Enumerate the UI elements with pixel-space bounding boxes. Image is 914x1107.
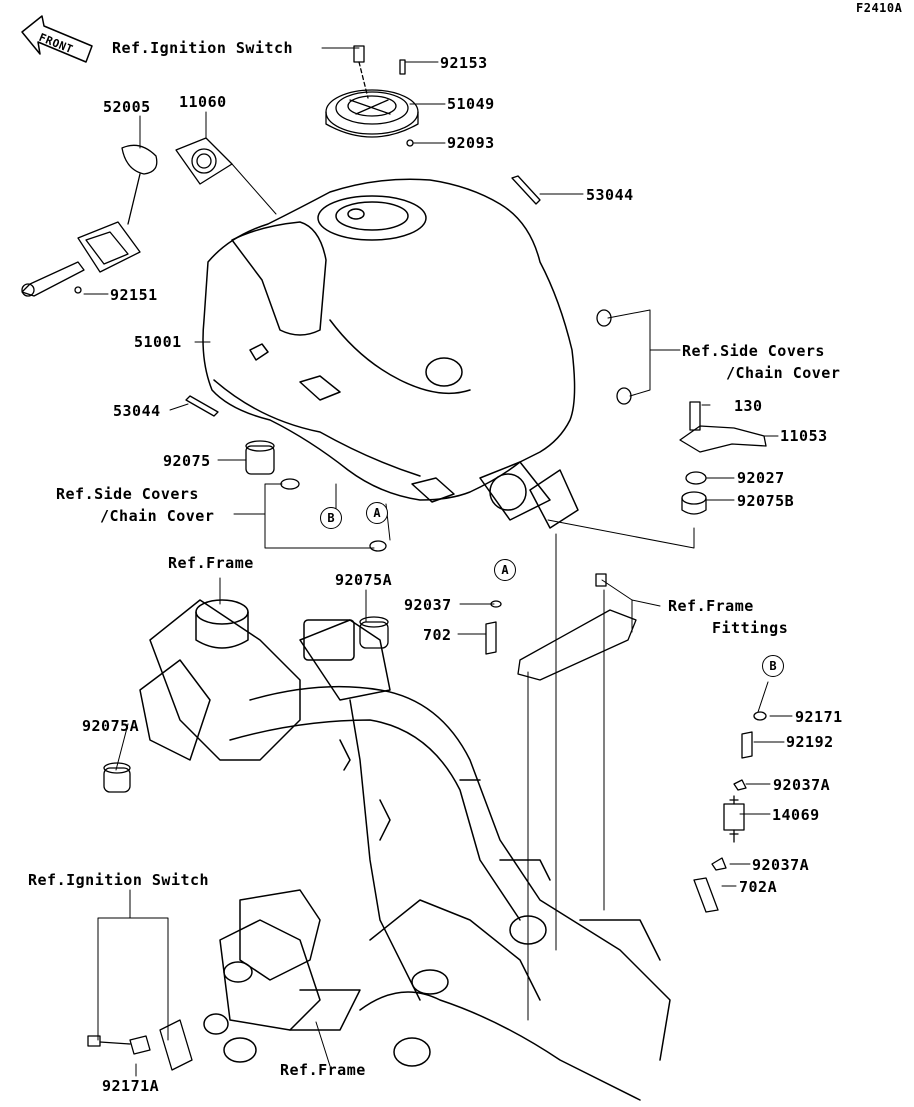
washer-92027 [685,471,707,485]
label-ref-side-left-1: Ref.Side Covers [56,485,199,503]
label-92037A-2: 92037A [752,856,810,874]
grommet-left [280,478,300,490]
pin-702A [693,877,719,913]
leader-lines [83,47,793,1077]
bolt-left [87,1035,101,1047]
label-ref-ignition-bottom: Ref.Ignition Switch [28,871,210,889]
label-11053: 11053 [780,427,828,445]
label-53044-left: 53044 [113,402,161,420]
bolt-92151 [74,286,82,294]
bolt-130 [689,401,701,431]
label-130: 130 [734,397,763,415]
label-ref-side-right-1: Ref.Side Covers [682,342,825,360]
marker-b-right: B [762,655,784,677]
clip-92171A [129,1035,151,1055]
grommet-right-2 [616,387,632,405]
label-14069: 14069 [772,806,820,824]
damper-14069 [723,795,745,843]
label-92075B: 92075B [737,492,795,510]
bracket-bottom-left [159,1019,193,1071]
fuel-tank [202,178,579,529]
label-51001: 51001 [134,333,182,351]
damper-92075A-top [359,616,389,649]
label-ref-ignition-top: Ref.Ignition Switch [112,39,294,57]
damper-92075 [245,440,275,475]
label-ref-frame-bottom: Ref.Frame [280,1061,366,1079]
marker-a-mid: A [494,559,516,581]
label-92027: 92027 [737,469,785,487]
label-92075A-top: 92075A [335,571,393,589]
frame-fittings-bracket [517,573,637,681]
label-92171: 92171 [795,708,843,726]
label-92075A-left: 92075A [82,717,140,735]
damper-92075B [681,491,707,515]
label-92037A-1: 92037A [773,776,831,794]
label-51049: 51049 [447,95,495,113]
label-92192: 92192 [786,733,834,751]
label-ref-frame-top: Ref.Frame [168,554,254,572]
grommet-lower [369,540,387,552]
label-11060: 11060 [179,93,227,111]
label-ref-frame-fittings-1: Ref.Frame [668,597,754,615]
label-ref-side-left-2: /Chain Cover [100,507,215,525]
label-ref-frame-fittings-2: Fittings [712,619,789,637]
label-92171A: 92171A [102,1077,160,1095]
clip-92037A-2 [711,857,727,871]
label-702A: 702A [739,878,778,896]
label-92093: 92093 [447,134,495,152]
clip-92037A-1 [733,779,747,791]
pin-702 [485,621,497,655]
label-ref-side-right-2: /Chain Cover [726,364,841,382]
label-92075: 92075 [163,452,211,470]
front-arrow-icon [21,15,93,63]
label-702: 702 [423,626,452,644]
label-92037: 92037 [404,596,452,614]
strip-53044-top [511,175,541,205]
frame [139,599,671,1101]
label-53044-top: 53044 [586,186,634,204]
bracket-11053 [679,425,767,453]
collar-92192 [741,731,753,759]
strip-53044-left [185,395,219,417]
fuel-pump-assembly [21,137,233,297]
clip-92037 [490,600,502,608]
label-92153: 92153 [440,54,488,72]
clip-92171 [753,711,767,721]
damper-92075A-left [103,762,131,793]
figure-code: F2410A [856,1,903,15]
bolt-92153 [399,59,406,75]
marker-a-top: A [366,502,388,524]
washer-92093 [406,139,414,147]
marker-b-top: B [320,507,342,529]
label-52005: 52005 [103,98,151,116]
grommet-right-1 [596,309,612,327]
label-92151: 92151 [110,286,158,304]
fuel-cap [325,45,419,138]
